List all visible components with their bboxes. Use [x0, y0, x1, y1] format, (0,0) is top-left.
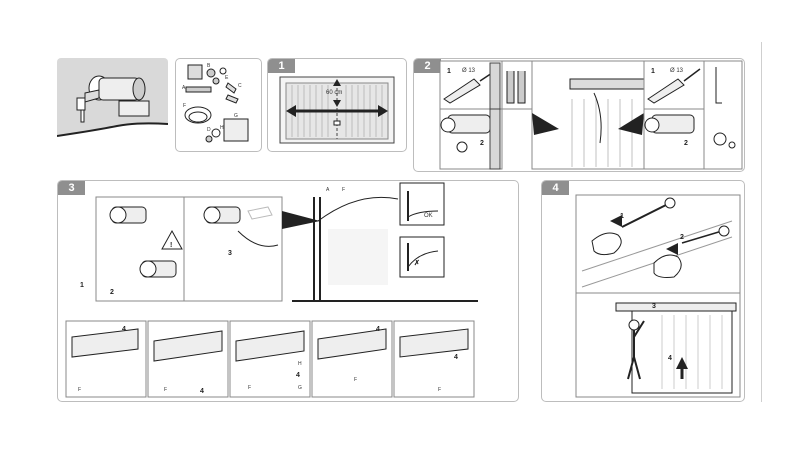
parts-panel: A B C D E F G H — [175, 58, 262, 152]
step-3-sub-callout-1: 4 — [122, 326, 126, 333]
part-label-h: H — [220, 125, 224, 131]
step-3-sub-callout-5: 4 — [454, 354, 458, 361]
step-2-illustration: Ø 13 Ø 13 1 2 1 2 — [439, 60, 743, 170]
step-3-sub-label-6: F — [354, 377, 357, 383]
lock-illustration — [57, 75, 168, 150]
step-2-callout-1: 1 — [447, 68, 451, 75]
lock-illustration-panel — [57, 58, 168, 150]
step-3-number: 3 — [58, 181, 85, 195]
part-label-e: E — [225, 75, 229, 81]
step-3-sub-label-7: F — [438, 387, 441, 393]
step-1-illustration: 60 cm — [279, 76, 395, 144]
part-label-f: F — [183, 103, 186, 109]
parts-illustration: A B C D E F G H — [182, 63, 249, 143]
step-3-callout-1: 1 — [80, 282, 84, 289]
step-1-dimension: 60 cm — [326, 90, 342, 96]
step-3-illustration: ! ✗ 1 — [65, 182, 478, 398]
svg-text:✗: ✗ — [414, 259, 420, 267]
step-3-label-f: F — [342, 187, 345, 193]
step-1-panel: 1 60 cm — [267, 58, 407, 152]
step-4-callout-2: 2 — [680, 234, 684, 241]
step-4-callout-4: 4 — [668, 355, 672, 362]
step-3-sub-label-2: F — [164, 387, 167, 393]
step-2-number: 2 — [414, 59, 441, 73]
part-label-a: A — [182, 85, 186, 91]
part-label-c: C — [238, 83, 242, 89]
part-label-g: G — [234, 113, 238, 119]
step-3-label-a: A — [326, 187, 330, 193]
step-2-panel: 2 — [413, 58, 745, 172]
step-4-panel: 4 — [541, 180, 745, 402]
step-3-ok-label: OK — [424, 213, 433, 219]
step-3-callout-3: 3 — [228, 250, 232, 257]
step-3-panel: 3 ! ✗ — [57, 180, 519, 402]
step-2-callout-3: 1 — [651, 68, 655, 75]
step-3-sub-label-1: F — [78, 387, 81, 393]
step-3-sub-label-4: G — [298, 385, 302, 391]
svg-text:!: ! — [170, 242, 172, 249]
step-1-number: 1 — [268, 59, 295, 73]
step-3-sub-callout-2: 4 — [200, 388, 204, 395]
step-2-drill-size-left: Ø 13 — [462, 68, 476, 74]
step-3-sub-callout-3: 4 — [296, 372, 300, 379]
step-3-sub-callout-4: 4 — [376, 326, 380, 333]
step-4-callout-1: 1 — [620, 213, 624, 220]
step-4-callout-3: 3 — [652, 303, 656, 310]
step-4-number: 4 — [542, 181, 569, 195]
part-label-d: D — [207, 127, 211, 133]
step-2-callout-2: 2 — [480, 140, 484, 147]
part-label-b: B — [207, 63, 211, 69]
step-3-sub-label-5: H — [298, 361, 302, 367]
step-2-callout-4: 2 — [684, 140, 688, 147]
step-3-callout-2: 2 — [110, 289, 114, 296]
step-2-drill-size-right: Ø 13 — [670, 68, 684, 74]
step-3-sub-label-3: F — [248, 385, 251, 391]
step-4-illustration: 1 2 3 4 — [575, 194, 741, 398]
page-fold-line — [761, 42, 762, 402]
